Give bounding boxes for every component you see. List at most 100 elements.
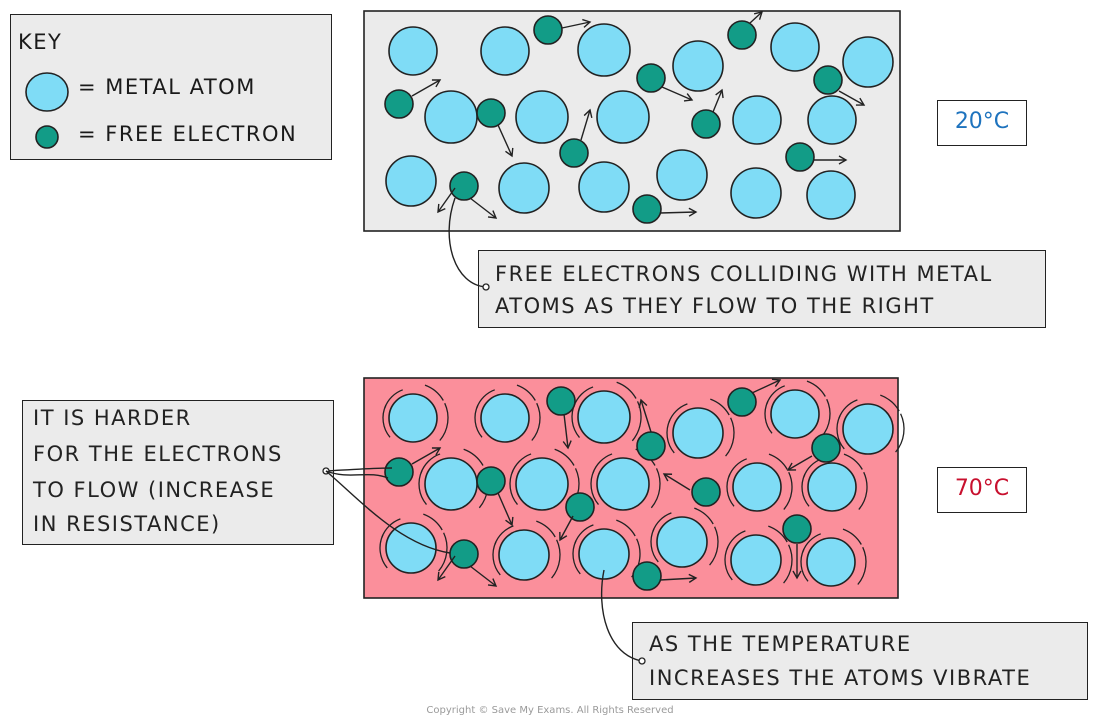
vibration-mark [694,507,714,525]
callout-vibrate-line-1: AS THE TEMPERATURE [649,632,912,656]
vibration-mark [709,526,719,566]
vibration-mark [650,528,659,563]
vibration-mark [424,384,444,401]
vibration-mark [379,534,388,569]
motion-arrow [662,473,691,491]
vibration-mark [783,544,793,584]
free-electron [727,387,757,417]
vibration-mark [463,448,484,466]
metal-atom [578,161,630,213]
vibration-mark [554,448,575,466]
vibration-mark [842,528,862,545]
metal-atom [656,516,708,568]
metal-atom [577,23,631,77]
vibration-mark [726,474,735,507]
free-electron [559,138,589,168]
metal-atom [385,155,437,207]
motion-arrow [638,398,652,433]
motion-arrow [749,11,764,24]
callout-colliding: FREE ELECTRONS COLLIDING WITH METAL ATOM… [478,250,1046,328]
metal-atom [596,457,650,511]
vibration-mark [509,470,518,505]
free-electron [565,492,595,522]
vibration-mark [666,419,675,454]
motion-arrow [497,124,514,158]
callout-pointer [448,197,487,288]
callout-harder-line-1: IT IS HARDER [33,406,192,430]
motion-arrow [437,187,456,214]
metal-atom [732,95,782,145]
free-electron [384,457,414,487]
free-electron [632,561,662,591]
vibration-mark [574,524,594,544]
free-electron [449,171,479,201]
motion-arrow [786,455,813,471]
vibration-mark [382,405,391,438]
motion-arrow [751,378,782,394]
motion-arrow [437,555,456,582]
vibration-mark [668,403,688,423]
metal-atom [515,90,569,144]
metal-atom [806,537,856,587]
metal-atom [480,26,530,76]
callout-colliding-line-2: ATOMS AS THEY FLOW TO THE RIGHT [495,294,935,318]
callout-vibrate: AS THE TEMPERATURE INCREASES THE ATOMS V… [632,622,1088,700]
callout-pointer [325,470,389,479]
motion-arrow [712,88,724,113]
free-electron [691,109,721,139]
copyright-notice: Copyright © Save My Exams. All Rights Re… [426,705,674,716]
vibration-mark [650,468,661,509]
metal-atom [672,407,724,459]
metal-atom [732,462,782,512]
vibration-mark [843,453,863,470]
metal-atom [385,522,437,574]
metal-atom [424,90,478,144]
vibration-mark [766,385,785,404]
free-electron [546,386,576,416]
metal-atom [498,162,550,214]
vibration-mark [801,474,810,507]
vibration-mark [516,384,536,401]
vibration-mark [857,546,867,585]
callout-colliding-line-1: FREE ELECTRONS COLLIDING WITH METAL [495,262,993,286]
vibration-mark [381,518,401,538]
motion-arrow [411,447,442,465]
metal-atom [577,390,631,444]
callout-vibrate-line-2: INCREASES THE ATOMS VIBRATE [649,666,1032,690]
vibration-mark [511,453,532,474]
motion-arrow [659,207,698,217]
callout-pointer [325,467,393,472]
key-title: KEY [18,30,63,54]
vibration-mark [726,530,746,550]
callout-harder: IT IS HARDER FOR THE ELECTRONS TO FLOW (… [22,400,334,545]
vibration-mark [616,381,637,399]
free-electron [476,98,506,128]
vibration-mark [783,471,793,510]
vibration-mark [590,470,599,505]
metal-atom [388,26,438,76]
temperature-label-cold: 20°C [937,100,1027,146]
free-electron [533,15,563,45]
metal-atom [730,534,782,586]
vibration-mark [536,520,556,538]
free-electron [813,65,843,95]
callout-harder-line-3: TO FLOW (INCREASE [33,478,276,502]
vibration-mark [474,405,483,438]
free-electron [691,477,721,507]
vibration-mark [895,413,905,453]
free-electron [785,142,815,172]
vibration-mark [710,398,730,416]
vibration-mark [764,401,773,434]
vibration-mark [531,402,541,441]
key-metal-atom-label: = METAL ATOM [78,75,256,99]
key-free-electron-icon [35,125,59,149]
vibration-mark [725,417,735,457]
vibration-mark [476,389,495,408]
free-electron [811,433,841,463]
vibration-mark [551,539,561,579]
free-electron [476,466,506,496]
vibration-mark [858,471,868,510]
metal-atom [842,36,894,88]
free-electron [782,514,812,544]
motion-arrow [469,197,498,219]
